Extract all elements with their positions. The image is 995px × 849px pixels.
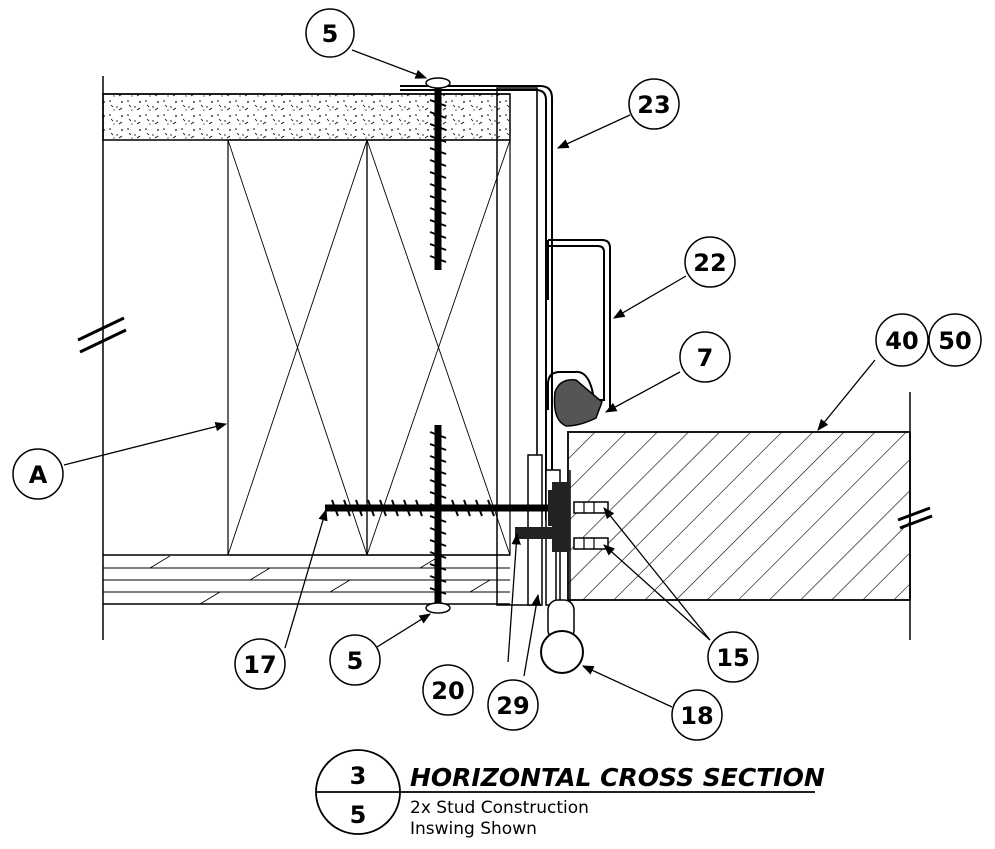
sheet-number: 5 xyxy=(350,801,367,829)
svg-text:29: 29 xyxy=(496,692,529,720)
screw-horizontal xyxy=(325,490,558,526)
weatherstrip-housing xyxy=(545,239,611,410)
title-block: 3 5 HORIZONTAL CROSS SECTION 2x Stud Con… xyxy=(315,749,825,839)
callout-40: 40 xyxy=(875,313,929,367)
svg-text:18: 18 xyxy=(680,702,713,730)
svg-text:5: 5 xyxy=(322,20,339,48)
callout-50: 50 xyxy=(928,313,982,367)
svg-text:50: 50 xyxy=(938,327,971,355)
detail-subtitle-line1: 2x Stud Construction xyxy=(410,798,589,818)
screw-top xyxy=(425,77,451,270)
door-seal xyxy=(553,379,603,427)
callout-29: 29 xyxy=(487,679,539,731)
drywall-layer xyxy=(102,93,511,141)
wall-assembly xyxy=(102,76,538,640)
svg-text:23: 23 xyxy=(637,91,670,119)
callout-A: A xyxy=(12,448,64,500)
svg-text:20: 20 xyxy=(431,677,464,705)
callout-18: 18 xyxy=(671,689,723,741)
hinge-pin-ball xyxy=(540,630,584,674)
callout-22: 22 xyxy=(684,236,736,288)
svg-text:40: 40 xyxy=(885,327,918,355)
detail-number: 3 xyxy=(350,762,367,790)
leader-lines xyxy=(63,49,876,708)
svg-text:22: 22 xyxy=(693,249,726,277)
svg-text:5: 5 xyxy=(347,647,364,675)
detail-title: HORIZONTAL CROSS SECTION xyxy=(410,763,825,792)
svg-text:15: 15 xyxy=(716,644,749,672)
svg-text:7: 7 xyxy=(697,344,714,372)
svg-text:A: A xyxy=(29,461,48,489)
callout-15: 15 xyxy=(707,631,759,683)
screw-bottom xyxy=(425,425,451,614)
callout-23: 23 xyxy=(628,78,680,130)
sheathing-layers xyxy=(103,554,510,605)
callout-17: 17 xyxy=(234,638,286,690)
callout-5-top: 5 xyxy=(305,8,355,58)
svg-text:17: 17 xyxy=(243,651,276,679)
frame-profile xyxy=(400,85,553,520)
break-mark-left xyxy=(77,316,127,354)
callout-7: 7 xyxy=(679,331,731,383)
callout-20: 20 xyxy=(422,664,474,716)
detail-subtitle-line2: Inswing Shown xyxy=(410,819,537,839)
door-panel xyxy=(567,431,911,601)
callout-5-bottom: 5 xyxy=(329,634,381,686)
